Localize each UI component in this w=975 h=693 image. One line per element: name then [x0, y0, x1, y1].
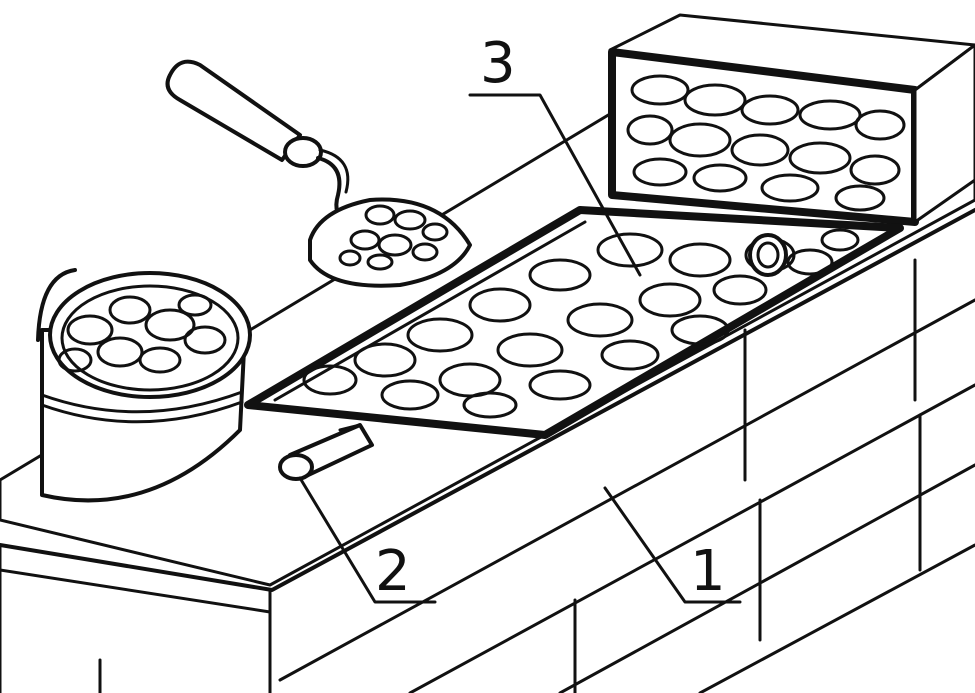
- callout-3: 3: [468, 31, 642, 277]
- callout-2: 2: [298, 476, 437, 604]
- tray-icon: [244, 206, 904, 481]
- callout-1-label: 1: [690, 539, 726, 604]
- form-box-icon: [608, 13, 975, 226]
- callout-3-label: 3: [480, 31, 516, 96]
- callout-1: 1: [603, 486, 742, 604]
- paint-roller-icon: [165, 59, 472, 288]
- bucket-icon: [36, 268, 252, 503]
- callout-2-label: 2: [375, 539, 411, 604]
